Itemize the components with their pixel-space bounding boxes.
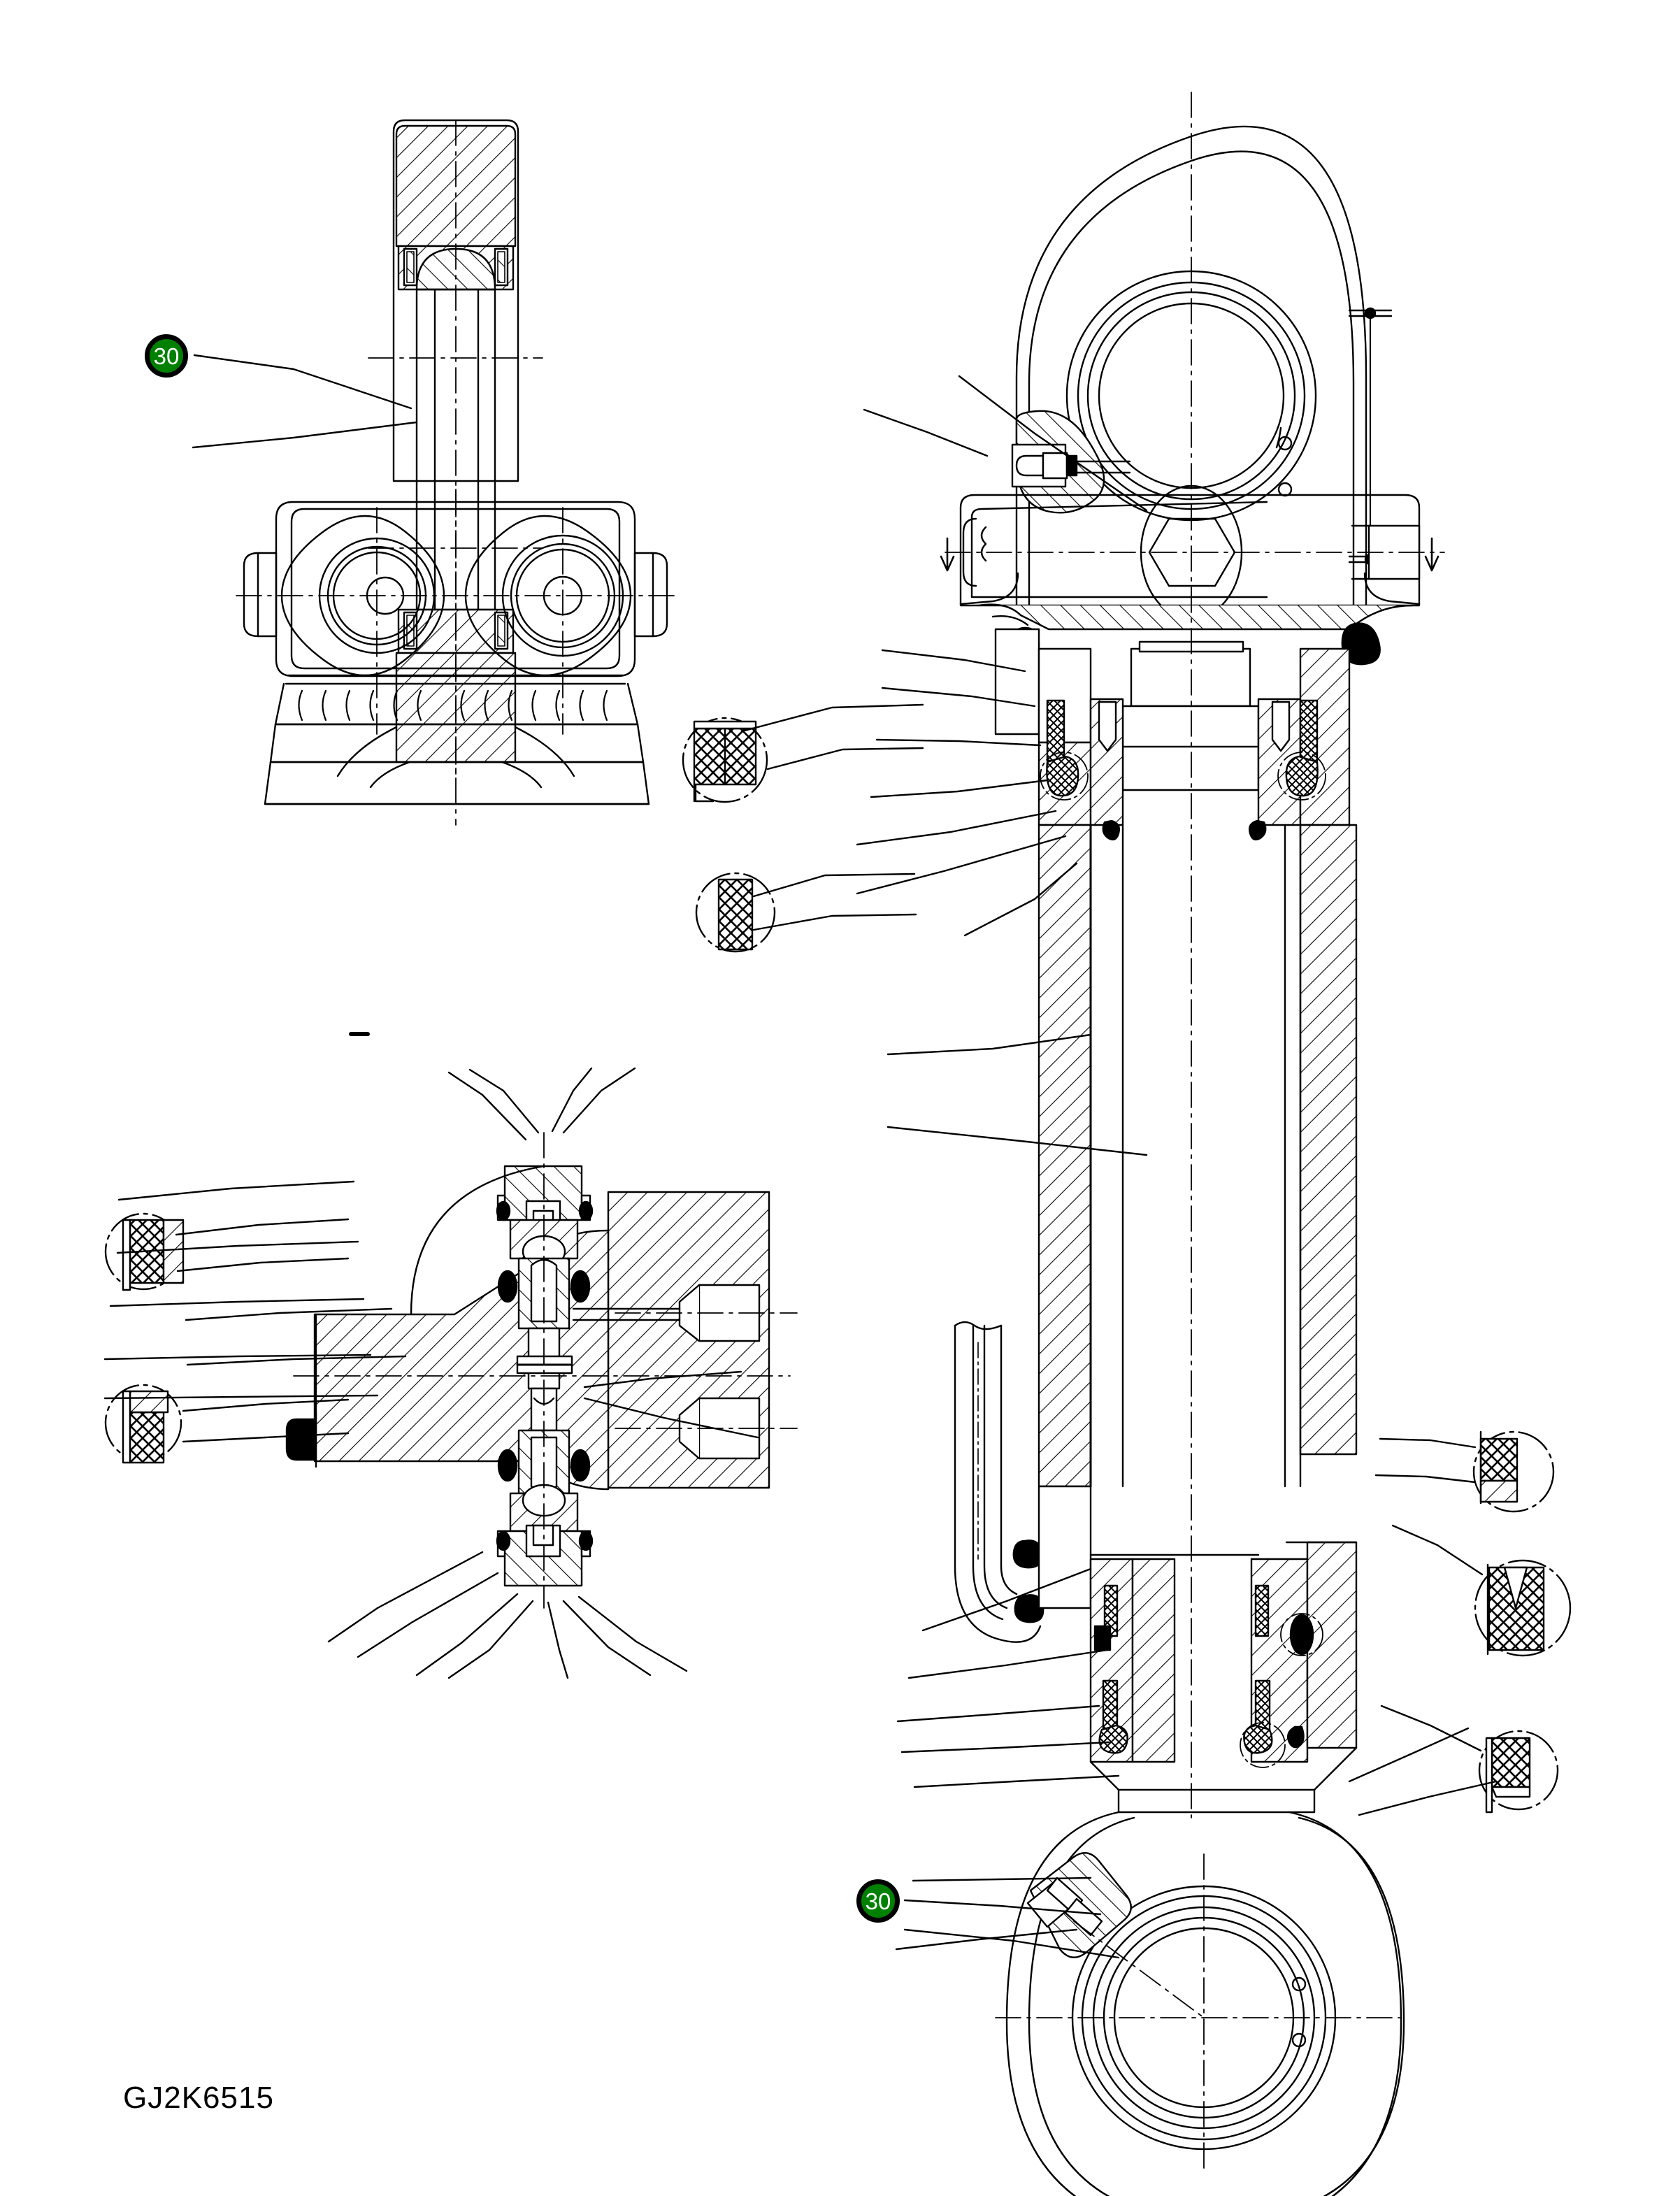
- valve-cartridge-section: [285, 1132, 798, 1609]
- cylinder-longitudinal-section: [940, 92, 1445, 2196]
- seal-detail-upper-head-1: [682, 717, 768, 803]
- lower-gland: [1038, 1485, 1358, 1814]
- callout-label: 30: [865, 1888, 891, 1914]
- center-line: [236, 489, 676, 826]
- seal-detail-valve-2: [104, 1384, 182, 1464]
- seal-detail-upper-head-2: [695, 872, 776, 953]
- drawing-number: GJ2K6515: [123, 2081, 274, 2115]
- leader-lines-cylinder: [856, 375, 1498, 1951]
- center-line: [995, 1853, 1400, 2172]
- piston-upper-seals: [994, 628, 1351, 841]
- leader-lines-right-detail: [1374, 1437, 1484, 1752]
- upper-eye: [959, 125, 1421, 607]
- seal-detail-rod-1: [1472, 1430, 1555, 1513]
- center-line: [293, 1132, 798, 1609]
- cylinder-tube-and-rod: [954, 824, 1358, 1643]
- seal-detail-rod-3: [1478, 1730, 1559, 1814]
- port-block-end-view: [236, 489, 676, 826]
- leader-line-callout-30-bottom: [903, 1899, 1120, 1959]
- leader-lines-upper-detail: [743, 703, 924, 931]
- lower-eye: [995, 1811, 1405, 2196]
- callout-badge-30-top[interactable]: 30: [145, 334, 188, 378]
- center-line: [945, 92, 1445, 1818]
- leader-lines-valve-detail: [103, 1067, 759, 1679]
- callout-label: 30: [153, 343, 180, 369]
- leader-line-callout-30-top: [192, 354, 418, 449]
- callout-badge-30-bottom[interactable]: 30: [856, 1879, 900, 1923]
- seal-detail-rod-2: [1474, 1559, 1572, 1657]
